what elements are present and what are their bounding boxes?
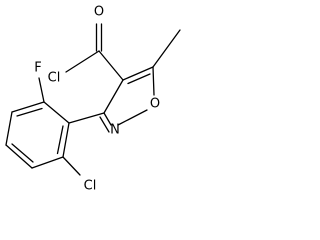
bond-ph6-ph1-inner [56,125,64,155]
bonds [5,23,181,176]
atom-labels: O Cl F O N Cl [34,5,160,194]
bond-c5-methyl [152,29,181,68]
bond-ph2-ph3 [11,101,45,113]
bond-carbonyl-c-cl [65,50,100,73]
bond-ph2-f [38,77,45,103]
bond-ph3-ph4 [5,111,13,146]
bond-n2-c3 [103,112,112,126]
atom-fluorine: F [34,61,41,76]
bond-ph4-ph5 [5,144,33,169]
bond-o1-n2 [117,109,148,126]
bond-n2-c3-inner [99,116,110,133]
bond-c3-c4 [103,79,124,114]
chemical-structure-diagram: O Cl F O N Cl [5,5,181,194]
bond-ph4-ph5-inner [11,143,34,163]
bond-ph5-ph6 [31,156,64,169]
atom-ring-oxygen: O [150,97,160,112]
atom-aryl-chlorine: Cl [84,179,97,194]
bond-c4-c5 [122,66,154,81]
bond-carbonyl-c-ring-c4 [98,50,124,81]
atom-carbonyl-oxygen: O [94,5,104,20]
bond-ph2-ph3-inner [16,107,43,117]
atom-acyl-chlorine: Cl [48,71,61,86]
atom-ring-nitrogen: N [110,123,120,138]
bond-ph1-ph2 [43,101,70,124]
bond-c4-c5-inner [127,73,151,85]
bond-c5-o1 [152,66,155,96]
bond-c3-phenyl [68,112,105,124]
bond-ph6-ph1 [62,122,70,158]
bond-ph6-cl [62,156,81,176]
